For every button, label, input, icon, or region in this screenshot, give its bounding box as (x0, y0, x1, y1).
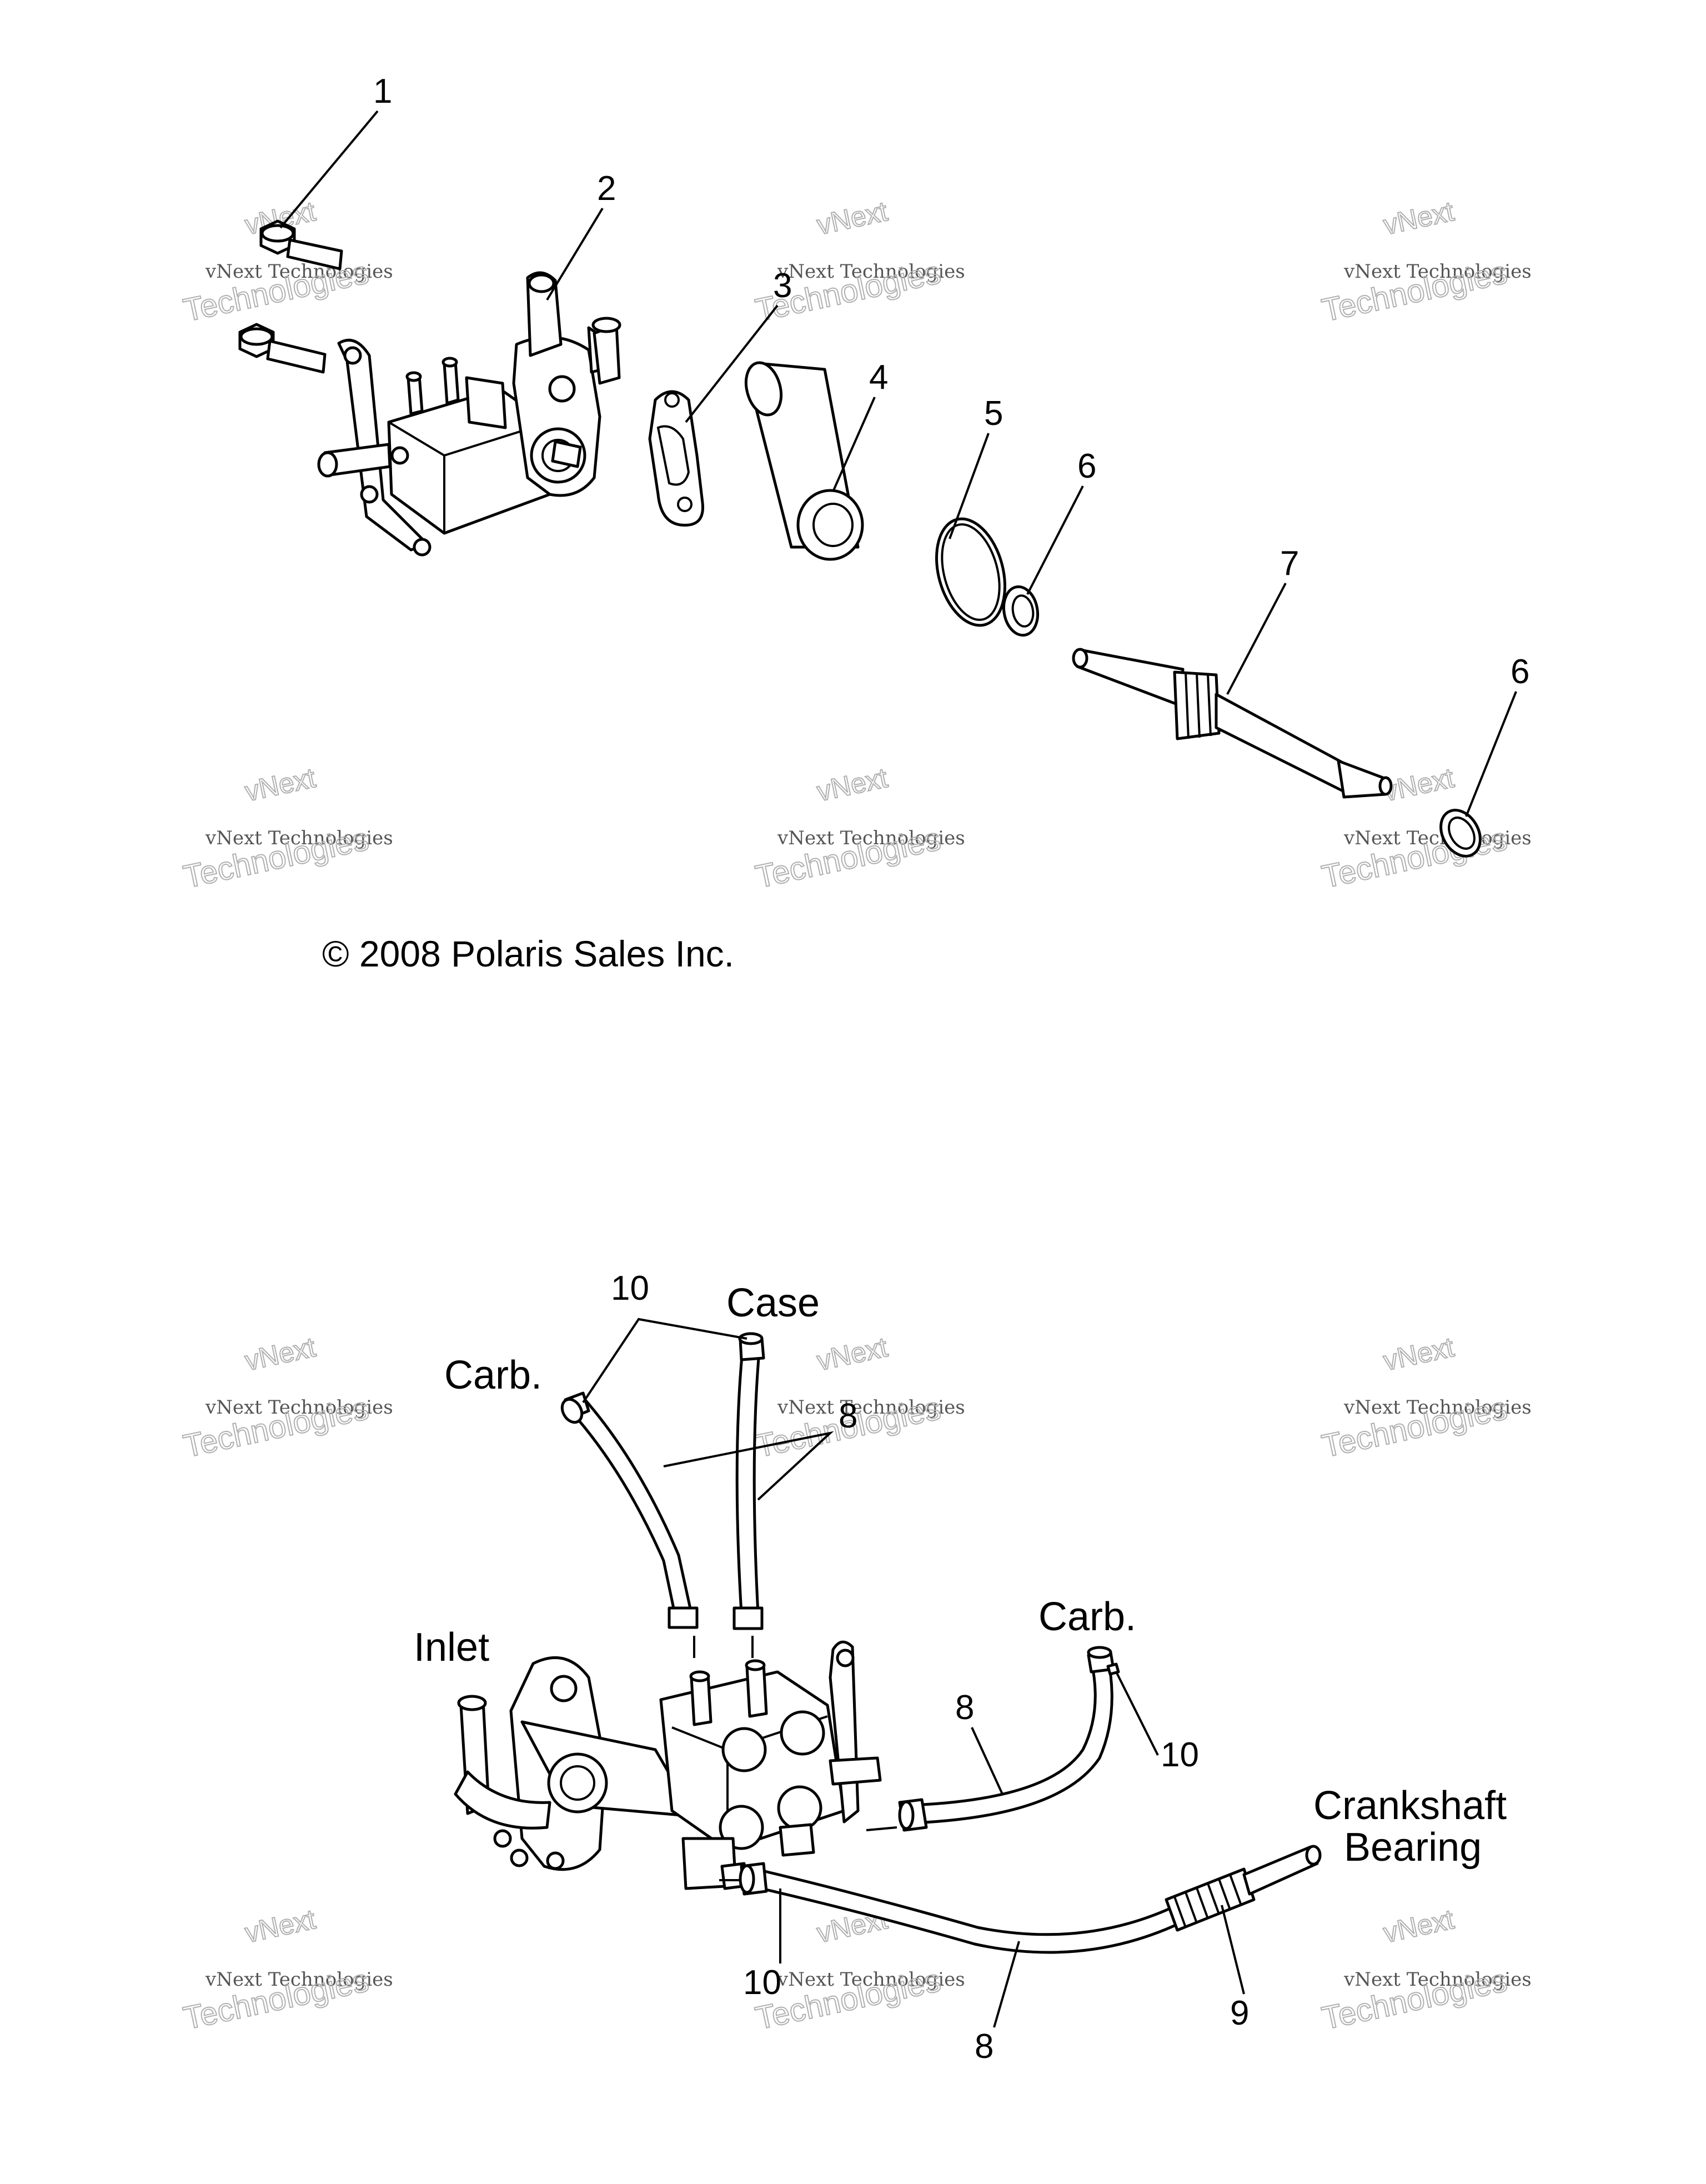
hose-crankshaft (719, 1845, 1322, 1954)
svg-text:vNext Technologies: vNext Technologies (1343, 1968, 1532, 1991)
svg-text:vNext: vNext (1381, 1331, 1457, 1376)
oil-pump-assembled (454, 1640, 882, 1890)
washer-lower (1439, 809, 1482, 858)
watermark: vNext vNext Technologies Technologies (752, 762, 965, 896)
callout-8-top: 8 (839, 1397, 857, 1435)
callout-8-right: 8 (955, 1689, 974, 1727)
hose-carb-right (866, 1646, 1120, 1832)
watermark: vNext vNext Technologies Technologies (1318, 1331, 1532, 1465)
oil-pump-top (317, 271, 621, 557)
svg-text:vNext Technologies: vNext Technologies (777, 827, 965, 849)
callout-10-right: 10 (1161, 1736, 1199, 1774)
callout-1: 1 (373, 72, 392, 111)
svg-text:vNext: vNext (242, 1904, 318, 1948)
svg-text:vNext Technologies: vNext Technologies (1343, 261, 1532, 283)
callout-3: 3 (773, 267, 792, 305)
watermark: vNext vNext Technologies Technologies (180, 195, 393, 329)
callouts-top: 1 2 3 4 5 6 7 6 (279, 72, 1529, 817)
watermark: vNext vNext Technologies Technologies (1318, 195, 1532, 329)
label-bearing: Bearing (1344, 1825, 1482, 1870)
svg-text:vNext Technologies: vNext Technologies (777, 261, 965, 283)
callout-4: 4 (869, 358, 888, 397)
label-case: Case (726, 1281, 820, 1325)
svg-text:vNext Technologies: vNext Technologies (1343, 1396, 1532, 1419)
callout-6b: 6 (1511, 653, 1529, 691)
svg-text:vNext Technologies: vNext Technologies (205, 1396, 393, 1419)
callout-10-bottom: 10 (743, 1963, 781, 2002)
watermark: vNext vNext Technologies Technologies (180, 1903, 393, 2037)
svg-text:vNext: vNext (242, 762, 318, 807)
callout-8-bottom: 8 (975, 2027, 994, 2066)
drive-shaft (1072, 648, 1393, 799)
callout-6: 6 (1077, 447, 1096, 485)
watermark: vNext vNext Technologies Technologies (752, 195, 965, 329)
bushing (744, 361, 864, 561)
svg-text:vNext Technologies: vNext Technologies (777, 1396, 965, 1419)
svg-text:vNext: vNext (1381, 1904, 1457, 1948)
svg-text:vNext: vNext (814, 1331, 890, 1376)
washer-upper (1002, 585, 1040, 637)
label-crankshaft: Crankshaft (1313, 1784, 1507, 1828)
svg-text:vNext Technologies: vNext Technologies (1343, 827, 1532, 849)
gasket (648, 390, 704, 527)
label-carb-top: Carb. (444, 1353, 542, 1397)
callout-2: 2 (597, 169, 616, 208)
svg-text:vNext: vNext (1381, 196, 1457, 241)
watermark: vNext vNext Technologies Technologies (180, 762, 393, 896)
o-ring (935, 517, 1006, 627)
assembled-view-bottom: Case Carb. Inlet Carb. Crankshaft Bearin… (414, 1269, 1507, 2066)
callout-10-top: 10 (611, 1269, 649, 1308)
callout-9: 9 (1230, 1994, 1249, 2032)
svg-text:vNext: vNext (242, 1331, 318, 1376)
svg-text:vNext Technologies: vNext Technologies (777, 1968, 965, 1991)
location-labels: Case Carb. Inlet Carb. Crankshaft Bearin… (414, 1281, 1507, 1870)
hoses-top (560, 1332, 765, 1658)
svg-text:vNext: vNext (814, 196, 890, 241)
watermark: vNext vNext Technologies Technologies (1318, 1903, 1532, 2037)
svg-text:vNext Technologies: vNext Technologies (205, 1968, 393, 1991)
svg-text:vNext Technologies: vNext Technologies (205, 827, 393, 849)
callouts-bottom: 10 8 8 10 10 8 9 (582, 1269, 1249, 2066)
watermark: vNext vNext Technologies Technologies (752, 1331, 965, 1465)
callout-7: 7 (1280, 544, 1299, 583)
label-carb-right: Carb. (1038, 1595, 1136, 1639)
watermark: vNext vNext Technologies Technologies (180, 1331, 393, 1465)
callout-5: 5 (984, 394, 1003, 433)
svg-text:vNext Technologies: vNext Technologies (205, 261, 393, 283)
label-inlet: Inlet (414, 1625, 489, 1670)
bolt-1b (238, 323, 327, 374)
copyright: © 2008 Polaris Sales Inc. (322, 933, 734, 974)
svg-text:vNext: vNext (814, 762, 890, 807)
exploded-view-top: 1 2 3 4 5 6 7 6 © 2008 Polaris Sales Inc… (238, 72, 1529, 974)
bolt-1a (259, 219, 343, 271)
